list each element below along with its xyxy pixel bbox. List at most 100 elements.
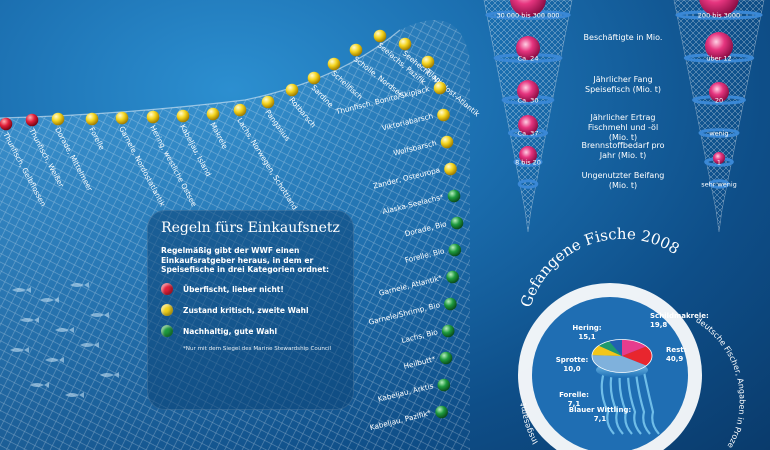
cone-value: sehr wenig <box>701 181 737 189</box>
tentacle <box>618 371 633 435</box>
legend-panel: Regeln fürs Einkaufsnetz Regelmäßig gibt… <box>147 210 354 410</box>
green-rating-dot <box>439 351 453 365</box>
red-ball-icon <box>161 283 173 296</box>
yellow-rating-dot <box>349 43 363 57</box>
yellow-rating-dot <box>206 107 220 121</box>
legend-heading: Regeln fürs Einkaufsnetz <box>161 220 340 236</box>
yellow-rating-dot <box>437 108 450 122</box>
volume-ball <box>517 80 539 102</box>
green-rating-dot <box>435 405 448 419</box>
yellow-rating-dot <box>421 55 435 69</box>
green-rating-dot <box>447 189 461 203</box>
yellow-rating-dot <box>433 81 447 95</box>
pie-category-label: Sprotte: <box>556 356 589 364</box>
funnel-mesh <box>673 0 765 233</box>
pie-value-label: 19,8 <box>650 321 667 329</box>
yellow-rating-dot <box>261 95 275 109</box>
red-rating-dot <box>25 113 39 127</box>
volume-ball <box>705 32 733 60</box>
legend-footnote: *Nur mit dem Siegel des Marine Stewardsh… <box>183 346 332 353</box>
tentacle <box>600 371 615 435</box>
legend-item-green: Nachhaltig, gute Wahl <box>161 325 340 338</box>
yellow-rating-dot <box>398 37 412 51</box>
green-rating-dot <box>448 243 462 257</box>
volume-ball <box>713 152 725 164</box>
legend-item-yellow: Zustand kritisch, zweite Wahl <box>161 304 340 317</box>
yellow-rating-dot <box>285 83 299 97</box>
catch-pie-chart: Hering:15,1Schildmakrele:19,8Rest:40,9Sp… <box>518 283 709 450</box>
legend-item-label: Überfischt, lieber nicht! <box>183 284 284 294</box>
cone-value: 8 bis 20 <box>515 159 541 167</box>
volume-ball <box>510 0 546 17</box>
yellow-rating-dot <box>146 110 160 124</box>
volume-ball <box>709 82 729 102</box>
artisanal-cone: 200 bis 3000 über 12 20 wenig 1 sehr wenig <box>673 0 765 233</box>
fish-icon <box>65 392 84 398</box>
yellow-rating-dot <box>307 71 321 85</box>
pie-slice <box>622 339 647 356</box>
fish-icon <box>12 287 31 293</box>
tentacle <box>642 371 660 435</box>
green-rating-dot <box>446 270 459 284</box>
pie-slice <box>598 341 622 356</box>
legend-intro: Regelmäßig gibt der WWF einen Einkaufsra… <box>161 246 330 275</box>
yellow-ball-icon <box>161 304 173 317</box>
pie-value-label: 7,1 <box>594 415 607 423</box>
pie-slice <box>592 345 622 356</box>
pie-category-label: Forelle: <box>559 391 589 399</box>
fish-icon <box>55 327 74 333</box>
yellow-rating-dot <box>115 111 129 125</box>
pie-category-label: Blauer Wittling: <box>569 406 632 414</box>
funnel-ring <box>708 179 730 189</box>
yellow-rating-dot <box>327 57 341 71</box>
red-rating-dot <box>0 117 13 131</box>
fish-icon <box>80 342 99 348</box>
fish-icon <box>10 347 29 353</box>
legend-item-label: Zustand kritisch, zweite Wahl <box>183 305 309 315</box>
fish-icon <box>20 317 39 323</box>
yellow-rating-dot <box>51 112 65 126</box>
yellow-rating-dot <box>85 112 99 126</box>
yellow-rating-dot <box>444 162 457 176</box>
cone-value: 200 bis 3000 <box>698 12 740 20</box>
legend-item-red: Überfischt, lieber nicht! <box>161 283 340 296</box>
funnel-ring <box>517 179 539 189</box>
volume-ball <box>519 146 537 164</box>
cone-value: über 12 <box>706 55 731 63</box>
tier-label: Beschäftigte in Mio. <box>584 33 663 42</box>
cone-value: Ca. 37 <box>518 130 539 138</box>
cone-value: 1 <box>717 159 721 167</box>
yellow-rating-dot <box>176 109 190 123</box>
tentacle <box>626 371 642 435</box>
green-rating-dot <box>450 216 464 230</box>
cone-value: 20 <box>715 97 723 105</box>
tentacle <box>634 371 651 435</box>
green-rating-dot <box>437 378 451 392</box>
pie-slice <box>609 339 622 356</box>
volume-ball <box>699 0 739 17</box>
volume-ball <box>518 115 538 135</box>
tier-label: Ungenutzter Beifang(Mio. t) <box>582 171 665 190</box>
pie-slice <box>592 355 647 373</box>
fish-school-icon <box>10 282 119 398</box>
pie-value-label: 40,9 <box>666 355 683 363</box>
cone-value: wenig <box>709 130 728 138</box>
green-rating-dot <box>441 324 455 338</box>
cone-value: Ca. 24 <box>518 55 539 63</box>
fish-icon <box>90 312 109 318</box>
volume-ball <box>516 36 540 60</box>
net-rope <box>0 29 401 119</box>
pie-value-label: 7,1 <box>568 400 581 408</box>
funnel-ring <box>698 128 740 138</box>
yellow-rating-dot <box>233 103 247 117</box>
pie-category-label: Schildmakrele: <box>650 312 709 320</box>
fish-icon <box>40 297 59 303</box>
green-rating-dot <box>444 297 457 311</box>
